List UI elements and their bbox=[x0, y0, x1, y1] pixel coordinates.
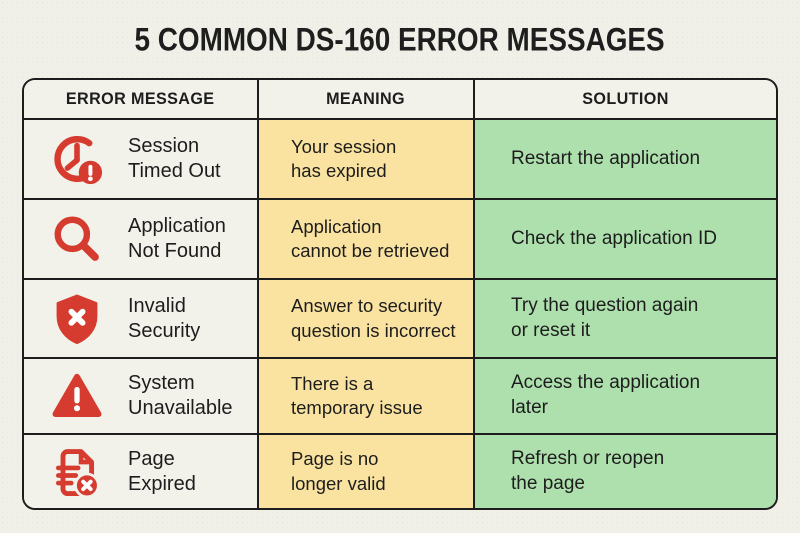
shield-x-icon bbox=[49, 291, 105, 347]
table-row-meaning-cell: Page is no longer valid bbox=[259, 435, 475, 508]
table-row-error-cell: Invalid Security bbox=[24, 280, 259, 359]
error-label: Page Expired bbox=[128, 447, 196, 495]
error-label: Application Not Found bbox=[128, 215, 226, 262]
error-label: Invalid Security bbox=[128, 294, 201, 342]
table-row-error-cell: Application Not Found bbox=[24, 200, 259, 280]
error-label: Session Timed Out bbox=[128, 135, 221, 182]
column-header-solution: SOLUTION bbox=[475, 80, 776, 120]
table-row-solution-cell: Check the application ID bbox=[475, 200, 776, 280]
page-title: 5 COMMON DS-160 ERROR MESSAGES bbox=[134, 21, 666, 58]
table-row-error-cell: Session Timed Out bbox=[24, 120, 259, 200]
table-row-meaning-cell: Application cannot be retrieved bbox=[259, 200, 475, 280]
table-row-error-cell: Page Expired bbox=[24, 435, 259, 508]
column-header-meaning: MEANING bbox=[259, 80, 475, 120]
warning-triangle-icon bbox=[49, 368, 105, 424]
error-table: ERROR MESSAGE MEANING SOLUTION Session T… bbox=[22, 78, 778, 510]
table-row-error-cell: System Unavailable bbox=[24, 359, 259, 435]
table-row-meaning-cell: Your session has expired bbox=[259, 120, 475, 200]
table-row-solution-cell: Access the application later bbox=[475, 359, 776, 435]
table-row-meaning-cell: Answer to security question is incorrect bbox=[259, 280, 475, 359]
table-row-solution-cell: Try the question again or reset it bbox=[475, 280, 776, 359]
column-header-error-message: ERROR MESSAGE bbox=[24, 80, 259, 120]
table-row-meaning-cell: There is a temporary issue bbox=[259, 359, 475, 435]
magnifier-icon bbox=[49, 211, 105, 267]
table-row-solution-cell: Restart the application bbox=[475, 120, 776, 200]
document-x-icon bbox=[49, 444, 105, 500]
table-row-solution-cell: Refresh or reopen the page bbox=[475, 435, 776, 508]
clock-alert-icon bbox=[49, 131, 105, 187]
error-label: System Unavailable bbox=[128, 372, 233, 419]
